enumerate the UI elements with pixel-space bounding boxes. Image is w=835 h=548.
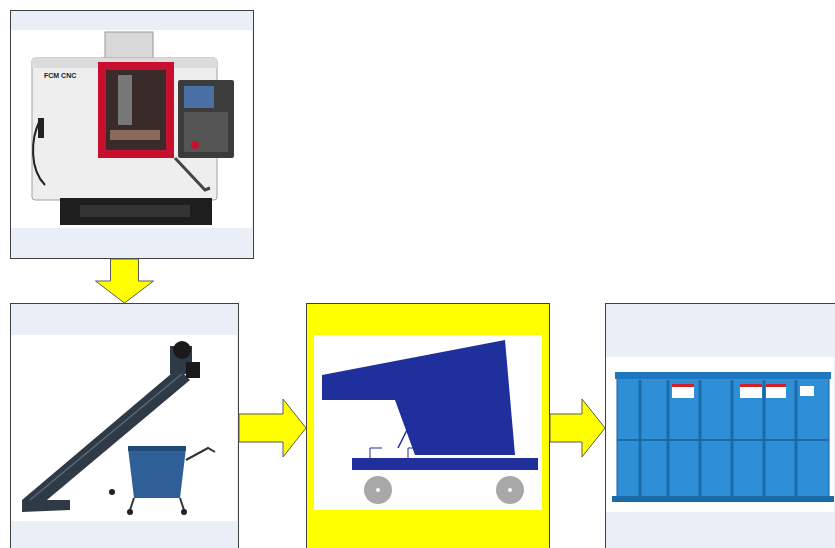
process-box	[10, 303, 239, 548]
flow-arrow	[96, 259, 154, 303]
flow-arrow	[239, 399, 306, 457]
process-box	[10, 10, 254, 259]
process-box	[306, 303, 550, 548]
brand-label: FCM CNC	[44, 72, 76, 79]
flow-arrow	[550, 399, 605, 457]
process-box	[605, 303, 835, 548]
